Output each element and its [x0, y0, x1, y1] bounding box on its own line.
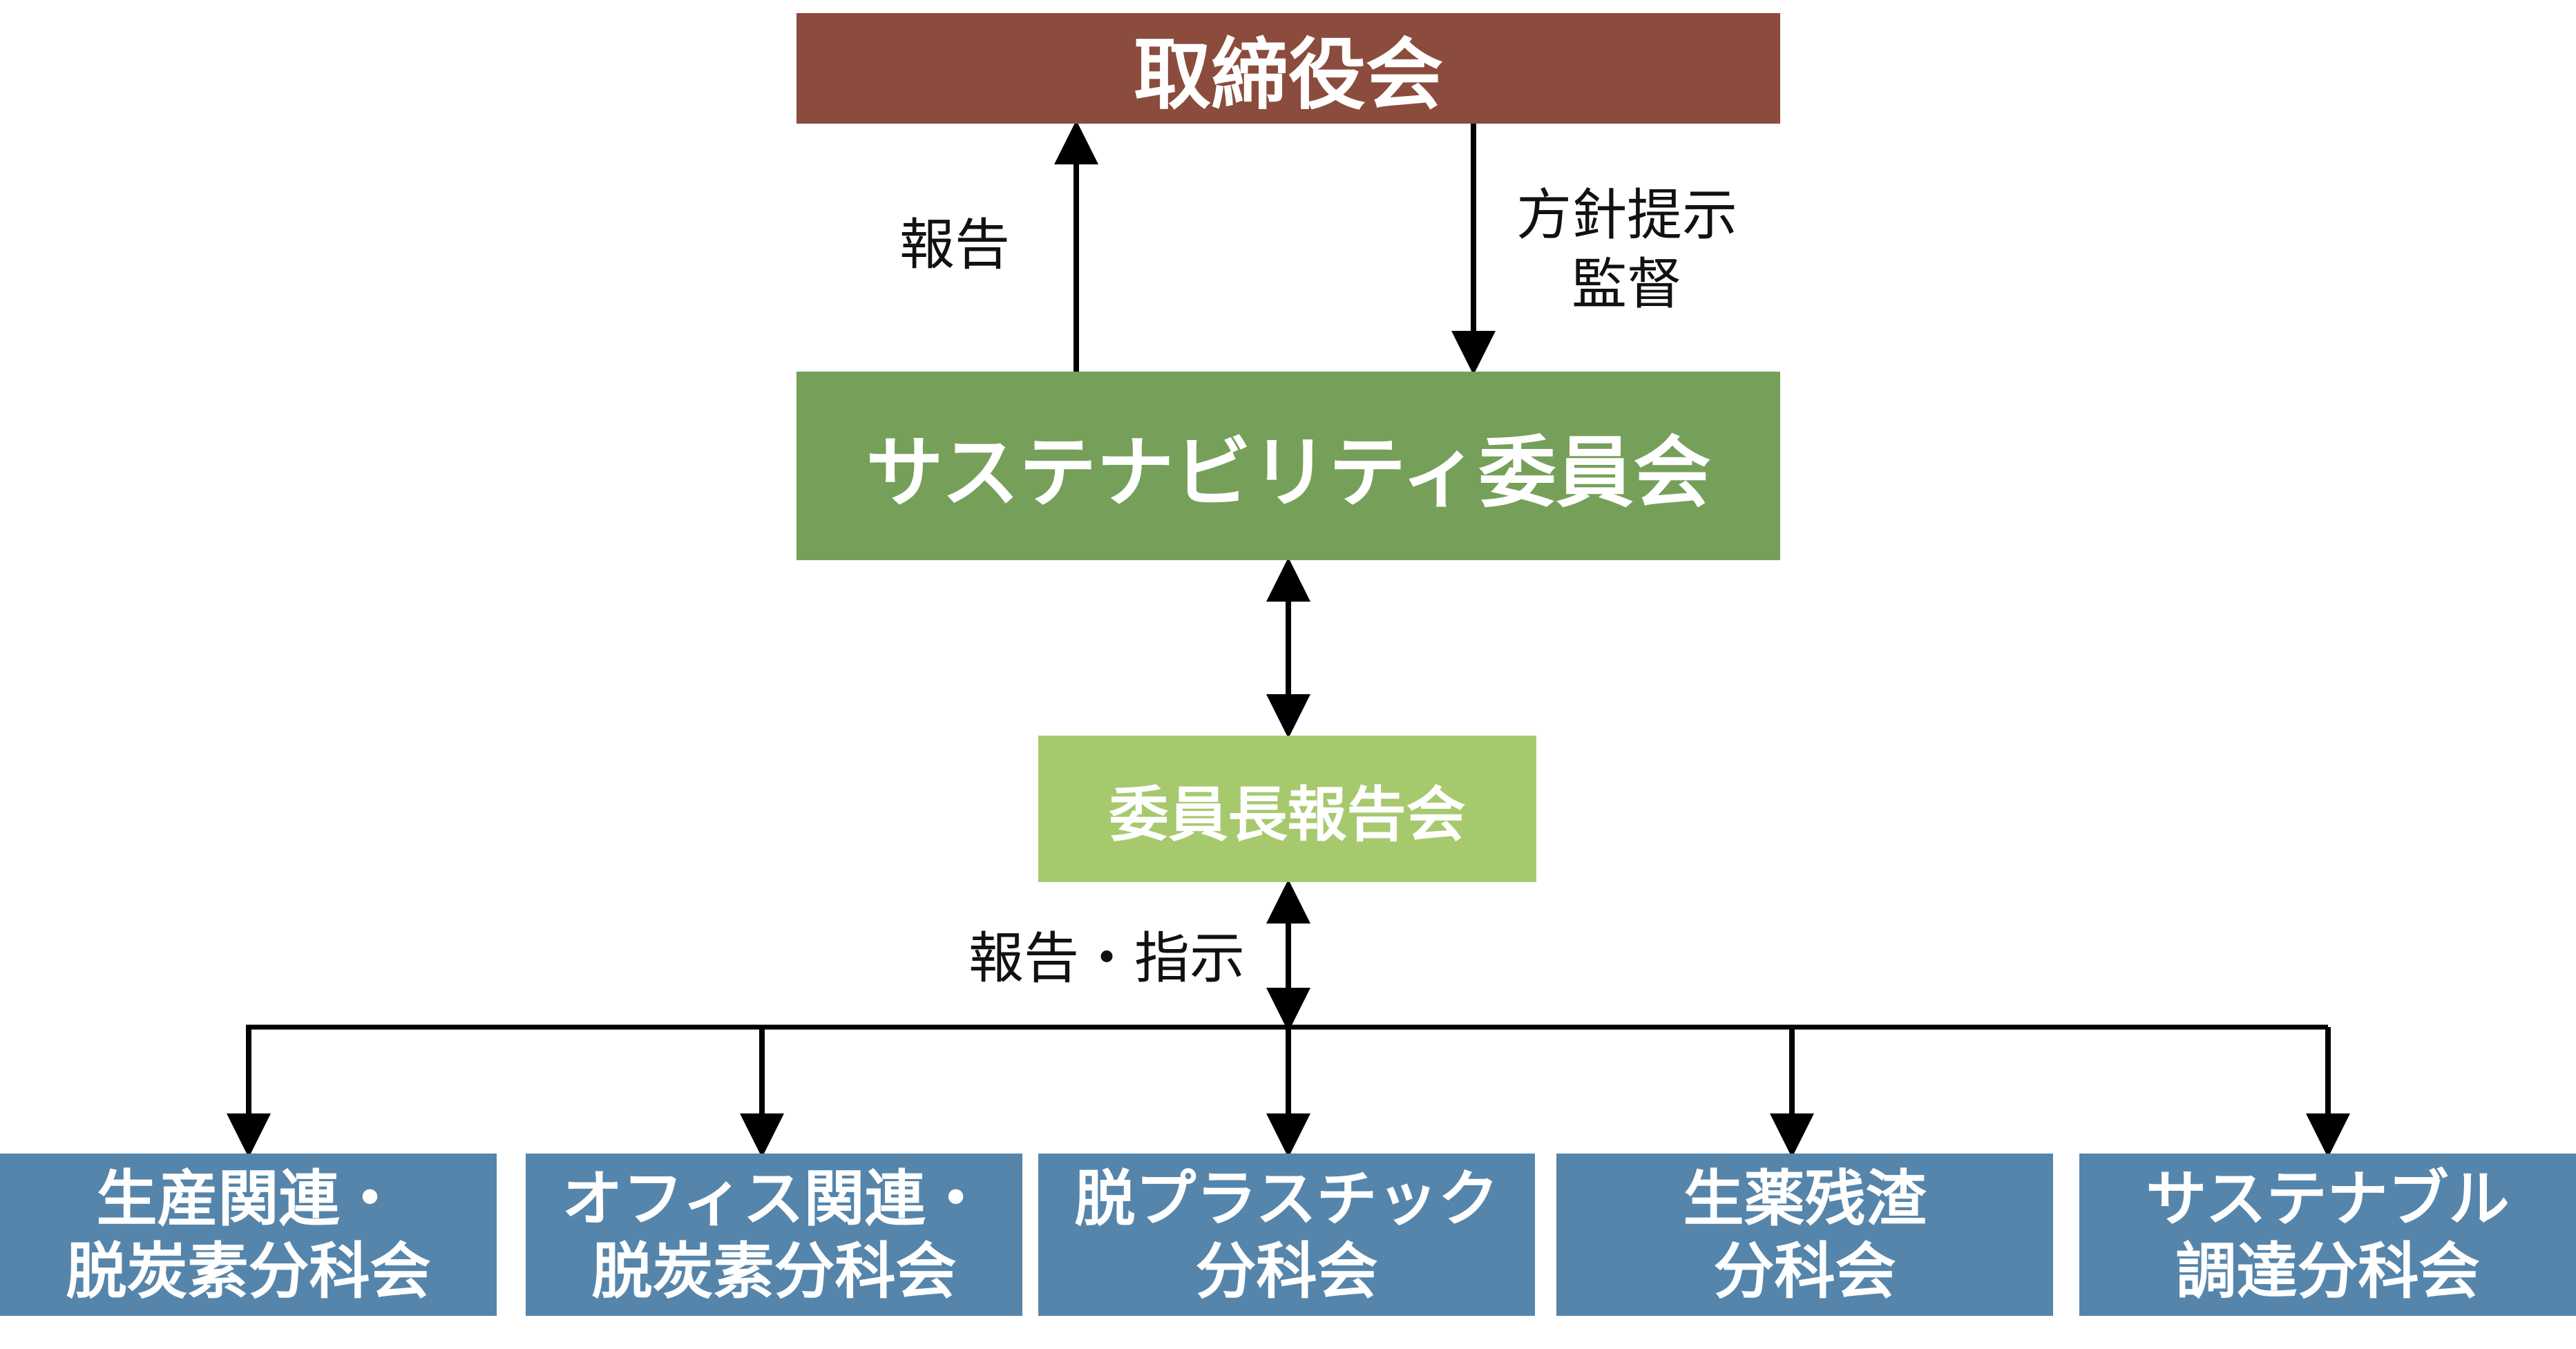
subcommittee-node-5: サステナブル 調達分科会	[2079, 1154, 2576, 1316]
subcommittee-3-line2: 分科会	[1195, 1235, 1378, 1307]
subcommittee-1-line2: 脱炭素分科会	[66, 1235, 431, 1307]
subcommittee-node-2: オフィス関連・ 脱炭素分科会	[526, 1154, 1022, 1316]
chair-meeting-label: 委員長報告会	[1109, 780, 1466, 850]
subcommittee-node-1: 生産関連・ 脱炭素分科会	[0, 1154, 497, 1316]
subcommittee-4-line2: 分科会	[1713, 1235, 1896, 1307]
board-label: 取締役会	[1134, 30, 1443, 120]
subcommittee-4-line1: 生薬残渣	[1683, 1163, 1927, 1234]
subcommittee-node-4: 生薬残渣 分科会	[1556, 1154, 2053, 1316]
subcommittee-3-line1: 脱プラスチック	[1074, 1163, 1499, 1234]
subcommittee-2-line2: 脱炭素分科会	[591, 1235, 957, 1307]
report-up-label: 報告	[899, 213, 1010, 277]
policy-label: 方針提示 監督	[1516, 181, 1737, 319]
subcommittee-2-line1: オフィス関連・	[562, 1163, 986, 1234]
subcommittee-5-line2: 調達分科会	[2175, 1235, 2480, 1307]
policy-label-line1: 方針提示	[1516, 183, 1737, 247]
subcommittee-1-line1: 生産関連・	[96, 1163, 401, 1234]
sustainability-committee-node: サステナビリティ委員会	[796, 372, 1780, 560]
subcommittee-5-line1: サステナブル	[2146, 1163, 2510, 1234]
policy-label-line2: 監督	[1572, 252, 1682, 316]
report-instruct-label: 報告・指示	[969, 926, 1245, 991]
committee-label: サステナビリティ委員会	[866, 428, 1711, 518]
board-of-directors-node: 取締役会	[796, 13, 1780, 124]
chair-report-meeting-node: 委員長報告会	[1038, 736, 1536, 882]
subcommittee-node-3: 脱プラスチック 分科会	[1038, 1154, 1535, 1316]
